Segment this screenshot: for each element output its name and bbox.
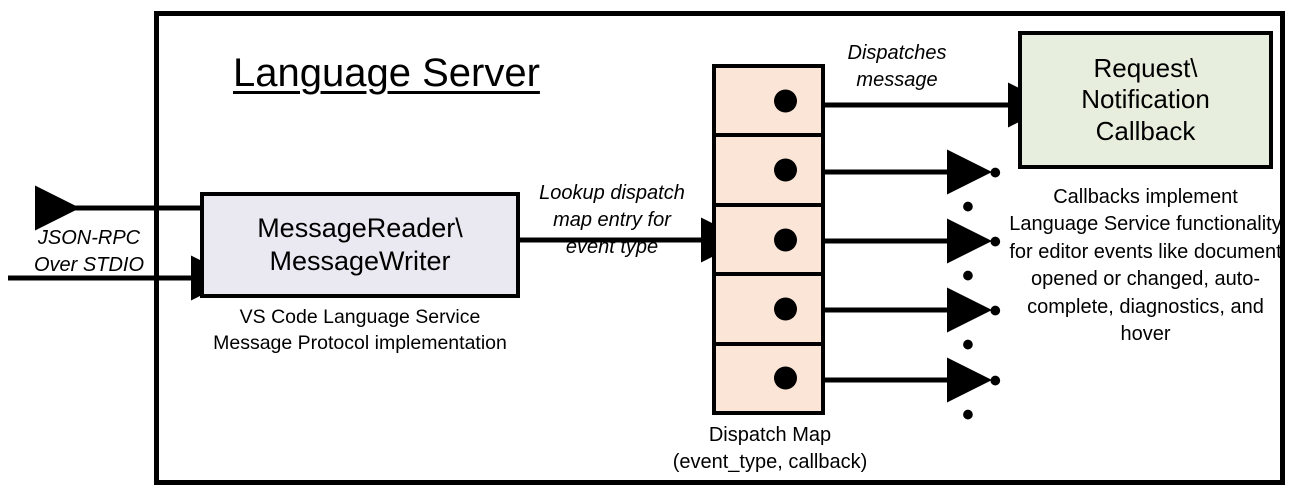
dispatch-map-caption-line1: Dispatch Map (708, 424, 832, 446)
callback-dot-icon (774, 89, 797, 113)
callback-node-line1: Request\ (1093, 53, 1198, 84)
callback-node-caption: Callbacks implement Language Service fun… (1009, 186, 1282, 345)
edge-label-lookup-line2: map entry for (553, 209, 671, 231)
ellipsis-row-3: • • • (962, 223, 1005, 295)
callback-node-line3: Callback (1095, 115, 1196, 146)
edge-label-lookup: Lookup dispatch map entry for event type (522, 180, 702, 261)
message-node-caption: VS Code Language Service Message Protoco… (200, 305, 520, 357)
language-server-frame (154, 11, 1285, 485)
dispatch-map-table[interactable] (712, 64, 825, 415)
edge-label-dispatches-line1: Dispatches (847, 42, 947, 64)
dispatch-map-row[interactable] (716, 68, 821, 138)
ellipsis-row-2: • • • (962, 154, 1005, 226)
edge-label-lookup-line3: event type (565, 236, 659, 258)
edge-label-jsonrpc-line2: Over STDIO (33, 254, 144, 276)
dispatch-map-caption: Dispatch Map (event_type, callback) (640, 422, 900, 475)
message-node-line1: MessageReader\ (257, 213, 463, 244)
page-title: Language Server (233, 51, 540, 95)
edge-label-dispatches-line2: message (856, 69, 938, 91)
edge-label-dispatches: Dispatches message (832, 40, 962, 94)
callback-dot-icon (774, 297, 797, 321)
message-reader-writer-node[interactable]: MessageReader\ MessageWriter (200, 192, 520, 298)
callback-dot-icon (774, 228, 797, 252)
dispatch-map-row[interactable] (716, 276, 821, 346)
message-node-caption-line2: Message Protocol implementation (213, 331, 507, 354)
edge-label-lookup-line1: Lookup dispatch (539, 182, 685, 204)
request-notification-callback-node[interactable]: Request\ Notification Callback (1018, 31, 1273, 169)
dispatch-map-row[interactable] (716, 137, 821, 207)
message-node-caption-line1: VS Code Language Service (239, 306, 481, 328)
callback-dot-icon (774, 366, 797, 390)
edge-label-jsonrpc: JSON-RPC Over STDIO (14, 225, 164, 279)
callback-dot-icon (774, 158, 797, 182)
ellipsis-row-5: • • • (962, 362, 1005, 434)
dispatch-map-row[interactable] (716, 207, 821, 277)
ellipsis-row-4: • • • (962, 292, 1005, 364)
dispatch-map-row[interactable] (716, 346, 821, 411)
callback-node-line2: Notification (1081, 84, 1210, 115)
message-node-line2: MessageWriter (269, 246, 451, 276)
edge-label-jsonrpc-line1: JSON-RPC (37, 227, 141, 249)
dispatch-map-caption-line2: (event_type, callback) (672, 450, 868, 473)
